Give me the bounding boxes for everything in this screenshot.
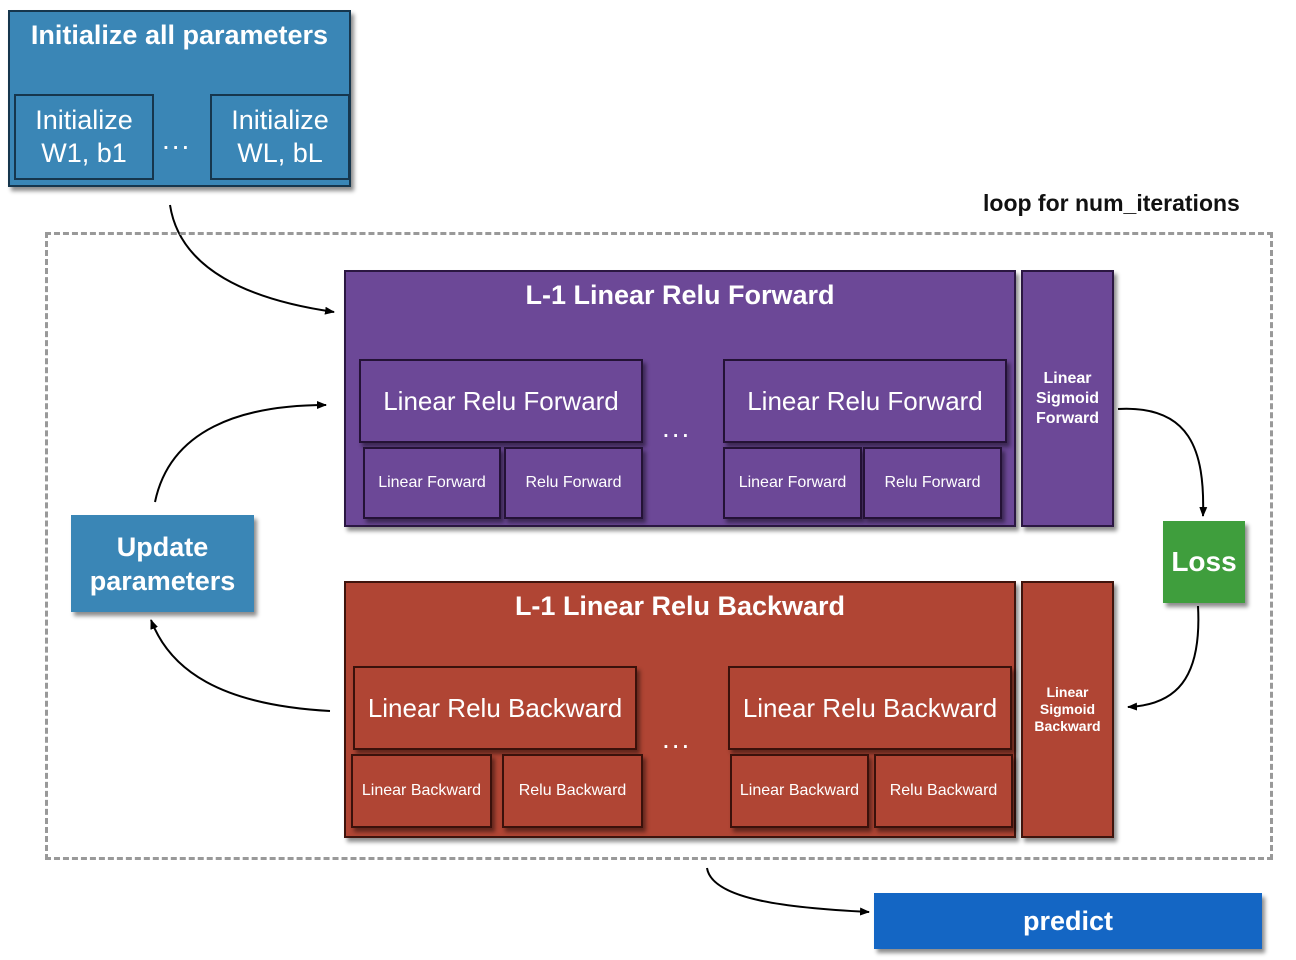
linear-relu-forward-label: Linear Relu Forward xyxy=(747,385,983,416)
linear-relu-backward-last: Linear Relu Backward xyxy=(728,666,1012,750)
relu-forward-label: Relu Forward xyxy=(525,474,622,491)
relu-backward-first: Relu Backward xyxy=(502,754,643,828)
initialize-last-layer: Initialize WL, bL xyxy=(210,94,350,180)
loop-label: loop for num_iterations xyxy=(983,190,1240,216)
backward-dots: ... xyxy=(662,723,692,754)
arrow-loop-to-predict xyxy=(706,867,870,916)
relu-backward-label: Relu Backward xyxy=(889,782,998,799)
initialize-first-label: Initialize W1, b1 xyxy=(35,105,133,168)
linear-forward-label: Linear Forward xyxy=(378,474,486,491)
predict-label: predict xyxy=(1022,905,1114,936)
linear-sigmoid-backward-block: Linear Sigmoid Backward xyxy=(1021,581,1114,838)
relu-forward-label: Relu Forward xyxy=(884,474,981,491)
relu-backward-label: Relu Backward xyxy=(518,782,627,799)
linear-relu-backward-label: Linear Relu Backward xyxy=(742,692,998,723)
backward-title: L-1 Linear Relu Backward xyxy=(514,591,846,621)
linear-forward-label: Linear Forward xyxy=(738,474,847,491)
predict-block: predict xyxy=(874,893,1262,949)
linear-relu-backward-label: Linear Relu Backward xyxy=(367,692,623,723)
linear-sigmoid-forward-label: Linear Sigmoid Forward xyxy=(1035,369,1100,427)
linear-backward-label: Linear Backward xyxy=(361,782,482,799)
linear-backward-last: Linear Backward xyxy=(730,754,869,828)
linear-relu-forward-label: Linear Relu Forward xyxy=(383,385,619,416)
relu-forward-last: Relu Forward xyxy=(863,447,1002,519)
initialize-dots: ... xyxy=(162,124,192,155)
linear-forward-last: Linear Forward xyxy=(723,447,862,519)
l-minus-1-forward-block: L-1 Linear Relu Forward Linear Relu Forw… xyxy=(344,270,1016,527)
loss-label: Loss xyxy=(1171,546,1237,577)
linear-relu-backward-first: Linear Relu Backward xyxy=(353,666,637,750)
relu-backward-last: Relu Backward xyxy=(874,754,1013,828)
linear-relu-forward-last: Linear Relu Forward xyxy=(723,359,1007,443)
linear-sigmoid-backward-label: Linear Sigmoid Backward xyxy=(1034,684,1101,734)
l-minus-1-backward-block: L-1 Linear Relu Backward Linear Relu Bac… xyxy=(344,581,1016,838)
linear-forward-first: Linear Forward xyxy=(363,447,501,519)
initialize-title: Initialize all parameters xyxy=(30,20,329,50)
linear-sigmoid-forward-block: Linear Sigmoid Forward xyxy=(1021,270,1114,527)
update-parameters-label: Update parameters xyxy=(89,531,236,596)
loop-region xyxy=(45,232,1273,860)
forward-title: L-1 Linear Relu Forward xyxy=(525,280,835,310)
linear-backward-label: Linear Backward xyxy=(739,782,860,799)
relu-forward-first: Relu Forward xyxy=(504,447,643,519)
linear-backward-first: Linear Backward xyxy=(351,754,492,828)
initialize-parameters-block: Initialize all parameters Initialize W1,… xyxy=(8,10,351,187)
loss-block: Loss xyxy=(1163,521,1245,603)
forward-dots: ... xyxy=(662,412,692,443)
initialize-last-label: Initialize WL, bL xyxy=(231,105,329,168)
linear-relu-forward-first: Linear Relu Forward xyxy=(359,359,643,443)
initialize-first-layer: Initialize W1, b1 xyxy=(14,94,154,180)
update-parameters-block: Update parameters xyxy=(71,515,254,612)
